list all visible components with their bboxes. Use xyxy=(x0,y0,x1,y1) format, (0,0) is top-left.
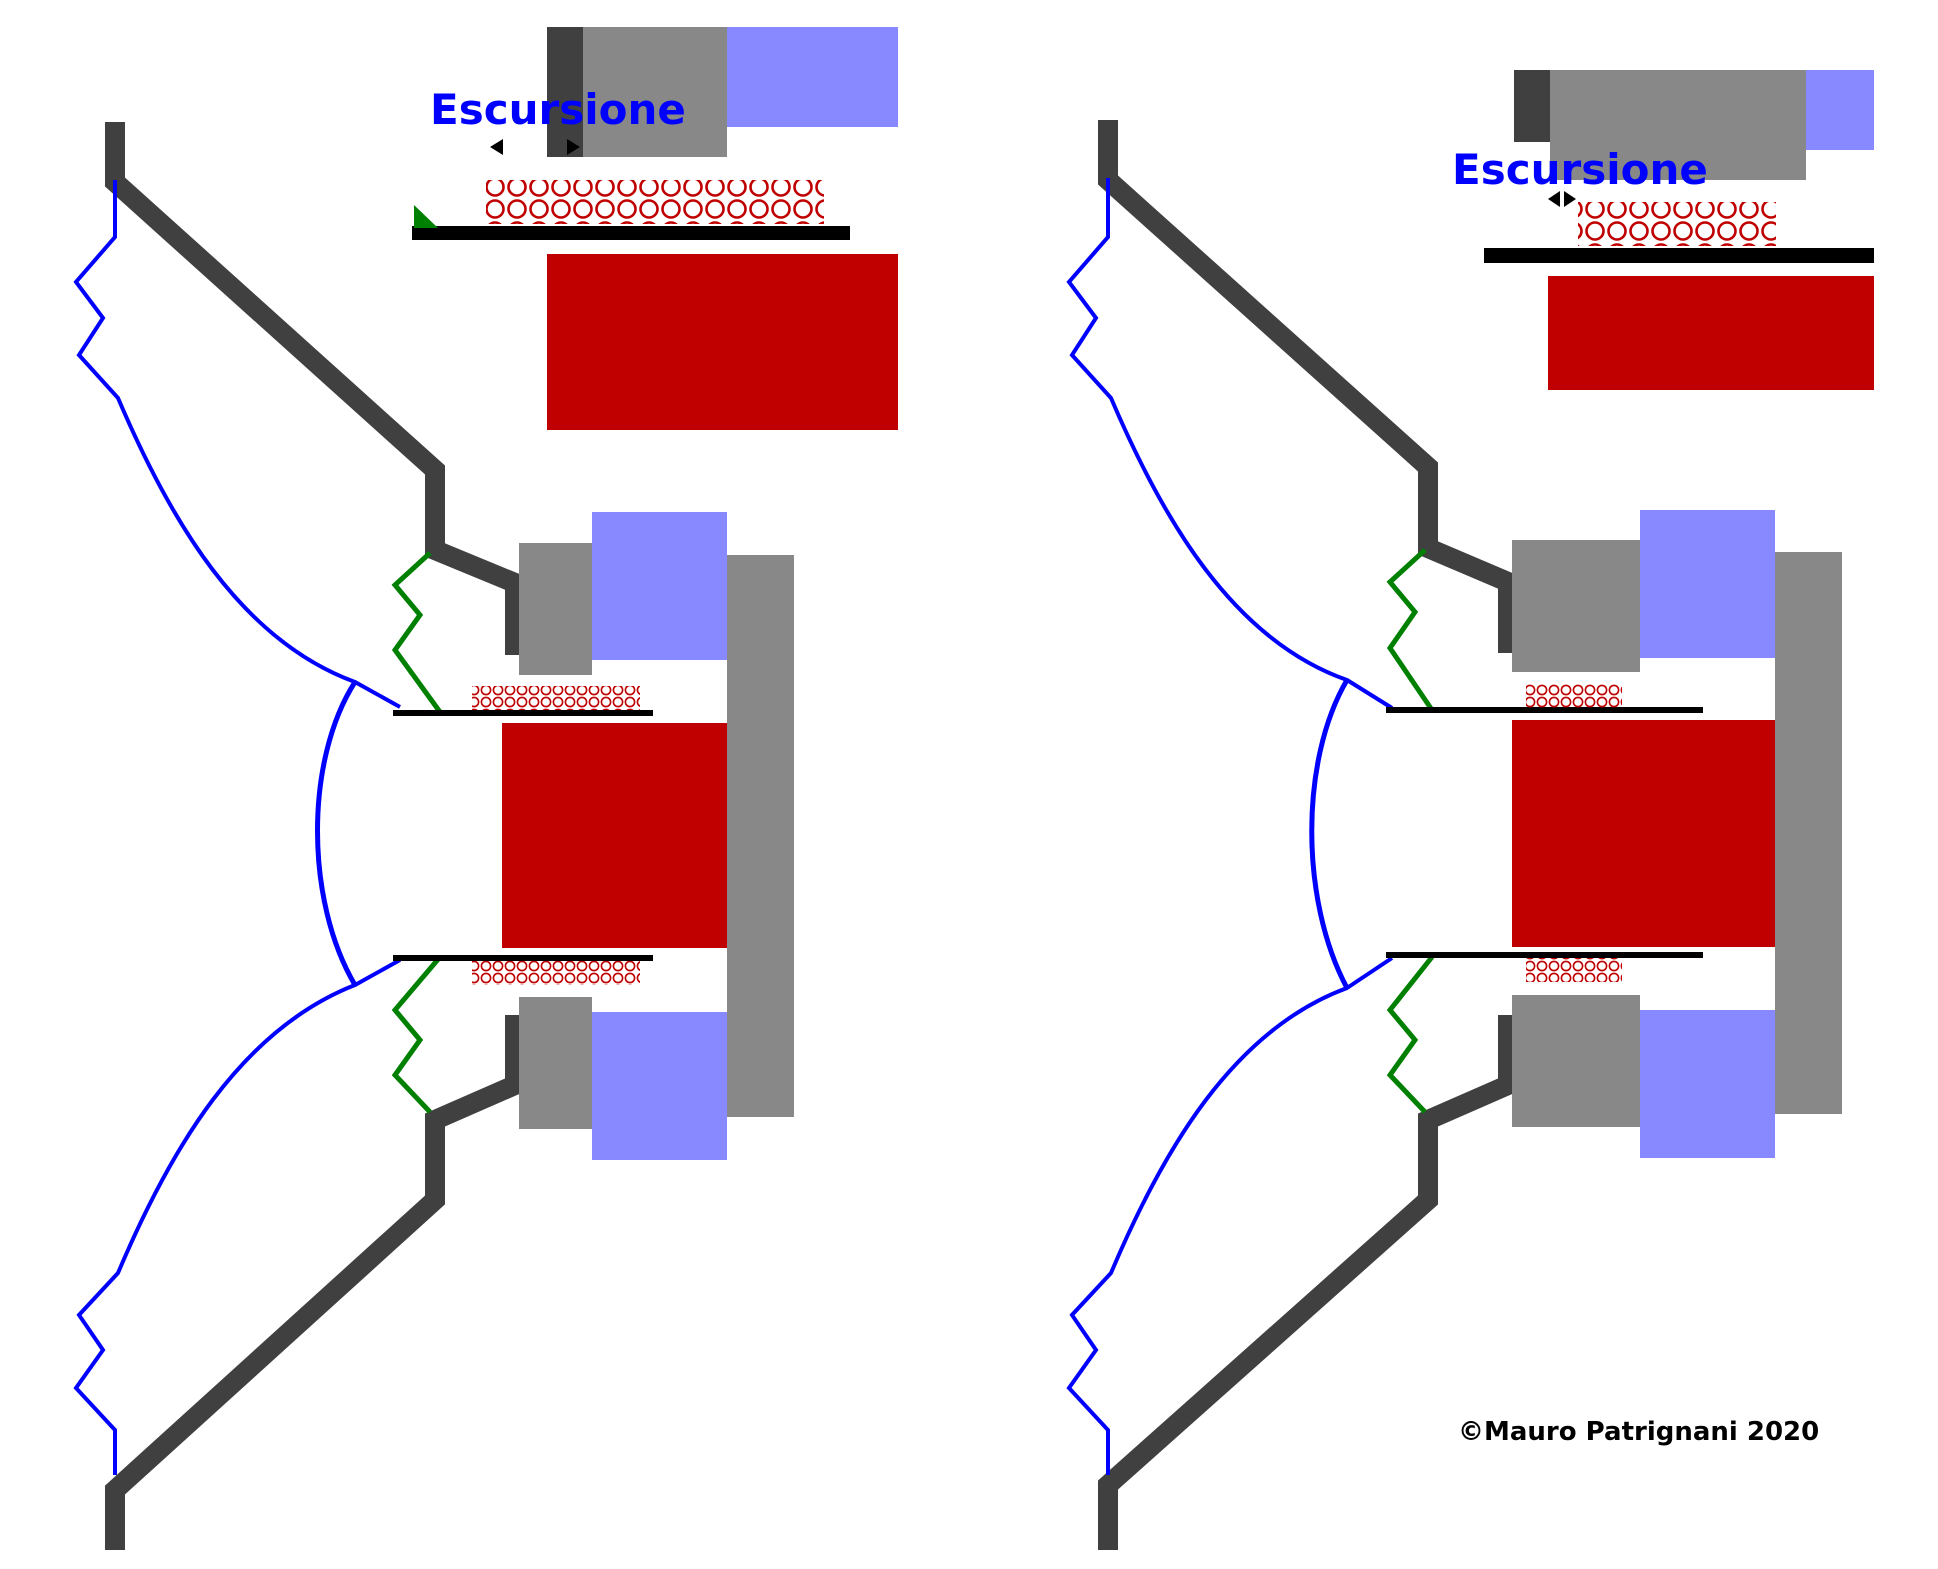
right-detail-top-plate xyxy=(1550,70,1806,180)
left-excursion-arrow-left xyxy=(490,139,503,155)
right-speaker xyxy=(1066,120,1842,1550)
right-top-plate-upper xyxy=(1512,540,1640,672)
left-detail-spider-mark xyxy=(414,205,438,228)
right-basket-upper xyxy=(1098,120,1518,653)
left-detail-basket-edge xyxy=(547,27,583,157)
left-detail-pole-piece xyxy=(547,254,898,430)
right-coil-upper xyxy=(1526,684,1622,708)
right-detail: Escursione xyxy=(1452,70,1874,390)
right-detail-coil xyxy=(1578,202,1776,246)
left-cone-lower xyxy=(73,958,401,1475)
left-speaker xyxy=(73,122,794,1550)
left-detail-coil xyxy=(486,180,824,224)
right-excursion-arrow-right xyxy=(1564,191,1576,207)
right-excursion-label: Escursione xyxy=(1452,145,1708,194)
right-pole-piece xyxy=(1512,720,1775,947)
left-detail-former xyxy=(412,226,850,240)
left-basket-upper xyxy=(105,122,525,655)
left-detail-magnet xyxy=(727,27,898,127)
left-excursion-arrow-right xyxy=(567,139,580,155)
right-basket-lower xyxy=(1098,1015,1518,1550)
right-magnet-lower xyxy=(1640,1010,1775,1158)
left-excursion-label: Escursione xyxy=(430,85,686,134)
right-spider-lower xyxy=(1386,955,1434,1114)
right-excursion-arrow-left xyxy=(1548,191,1560,207)
left-spider-upper xyxy=(391,551,443,714)
copyright-credit: ©Mauro Patrignani 2020 xyxy=(1458,1417,1819,1447)
left-coil-lower xyxy=(472,961,640,985)
right-cone-upper xyxy=(1066,178,1394,710)
left-coil-upper xyxy=(472,686,640,710)
left-detail-top-plate xyxy=(583,27,727,157)
right-detail-magnet xyxy=(1806,70,1874,150)
right-spider-upper xyxy=(1386,548,1435,712)
left-magnet-upper xyxy=(592,512,727,660)
right-back-plate xyxy=(1775,552,1842,1114)
right-coil-lower xyxy=(1526,958,1622,982)
right-detail-pole-piece xyxy=(1548,276,1874,390)
left-dust-cap xyxy=(315,680,358,987)
right-detail-basket-edge xyxy=(1514,70,1550,142)
left-basket-lower xyxy=(105,1015,525,1550)
right-cone-lower xyxy=(1066,956,1394,1475)
left-detail: Escursione xyxy=(412,27,898,430)
right-magnet-upper xyxy=(1640,510,1775,658)
left-back-plate xyxy=(727,555,794,1117)
right-top-plate-lower xyxy=(1512,995,1640,1127)
left-top-plate-lower xyxy=(519,997,592,1129)
left-pole-piece xyxy=(502,723,727,948)
right-detail-former xyxy=(1484,248,1874,263)
left-spider-lower xyxy=(391,955,442,1114)
left-top-plate-upper xyxy=(519,543,592,675)
right-dust-cap xyxy=(1309,678,1350,990)
left-cone-upper xyxy=(73,180,401,709)
left-magnet-lower xyxy=(592,1012,727,1160)
